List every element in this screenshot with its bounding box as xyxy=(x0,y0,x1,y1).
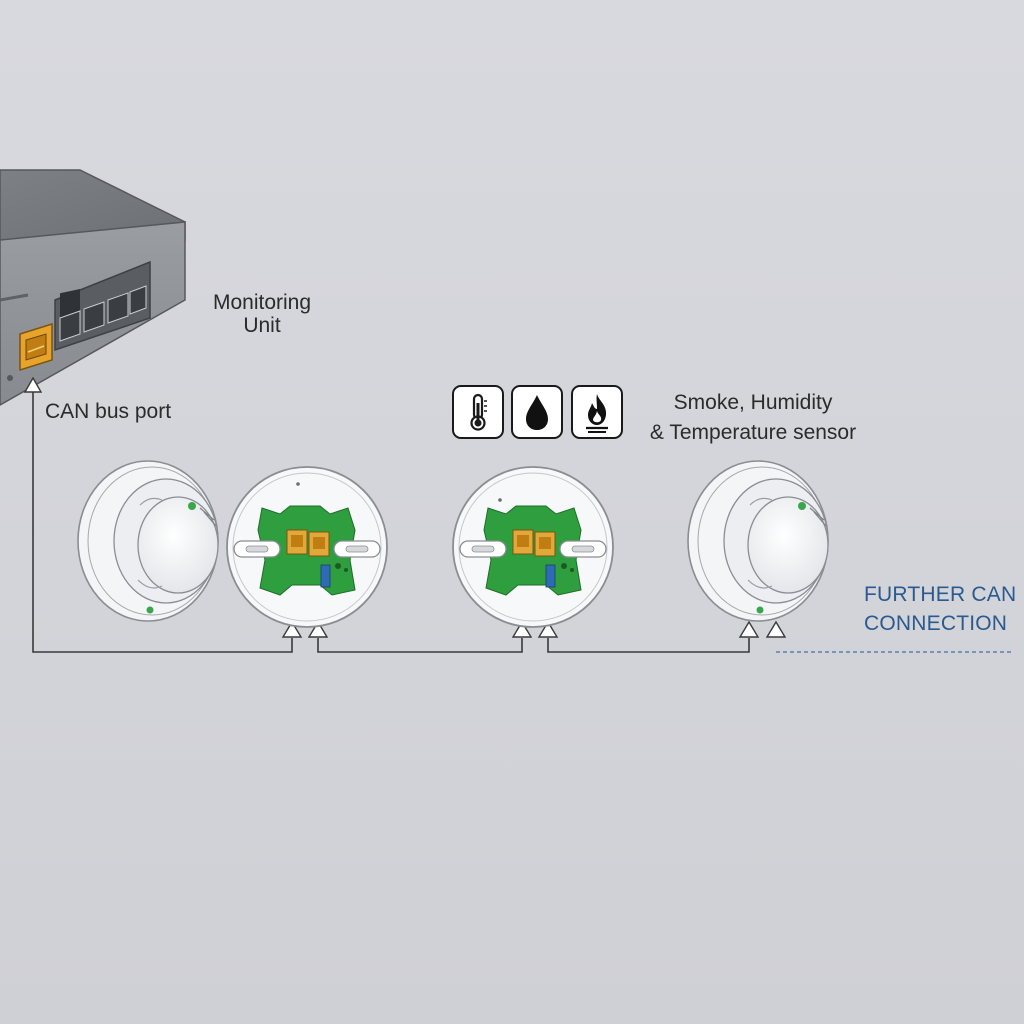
sensor-base-2[interactable] xyxy=(452,466,614,628)
thermometer-icon xyxy=(452,385,504,439)
further-can-line1: FURTHER CAN xyxy=(864,583,1017,606)
monitoring-unit-device xyxy=(0,169,186,406)
sensor-label: Smoke, Humidity & Temperature sensor xyxy=(642,388,864,448)
further-can-label: FURTHER CAN CONNECTION xyxy=(864,580,1016,638)
smoke-detector-1[interactable] xyxy=(77,460,219,622)
monitoring-unit-label-text: Monitoring Unit xyxy=(212,291,312,337)
can-bus-port[interactable] xyxy=(19,322,53,372)
water-drop-icon xyxy=(511,385,563,439)
ethernet-ports xyxy=(54,260,151,352)
can-bus-port-label: CAN bus port xyxy=(45,400,172,423)
connection-terminals xyxy=(23,376,787,638)
further-can-line2: CONNECTION xyxy=(864,612,1008,635)
sensor-label-line1: Smoke, Humidity xyxy=(673,391,833,414)
monitoring-unit-label: Monitoring Unit xyxy=(206,291,318,337)
can-bus-wiring xyxy=(32,390,750,653)
fire-icon xyxy=(571,385,623,439)
sensor-label-line2: & Temperature sensor xyxy=(649,421,857,444)
smoke-detector-2[interactable] xyxy=(687,460,829,622)
sensor-base-1[interactable] xyxy=(226,466,388,628)
